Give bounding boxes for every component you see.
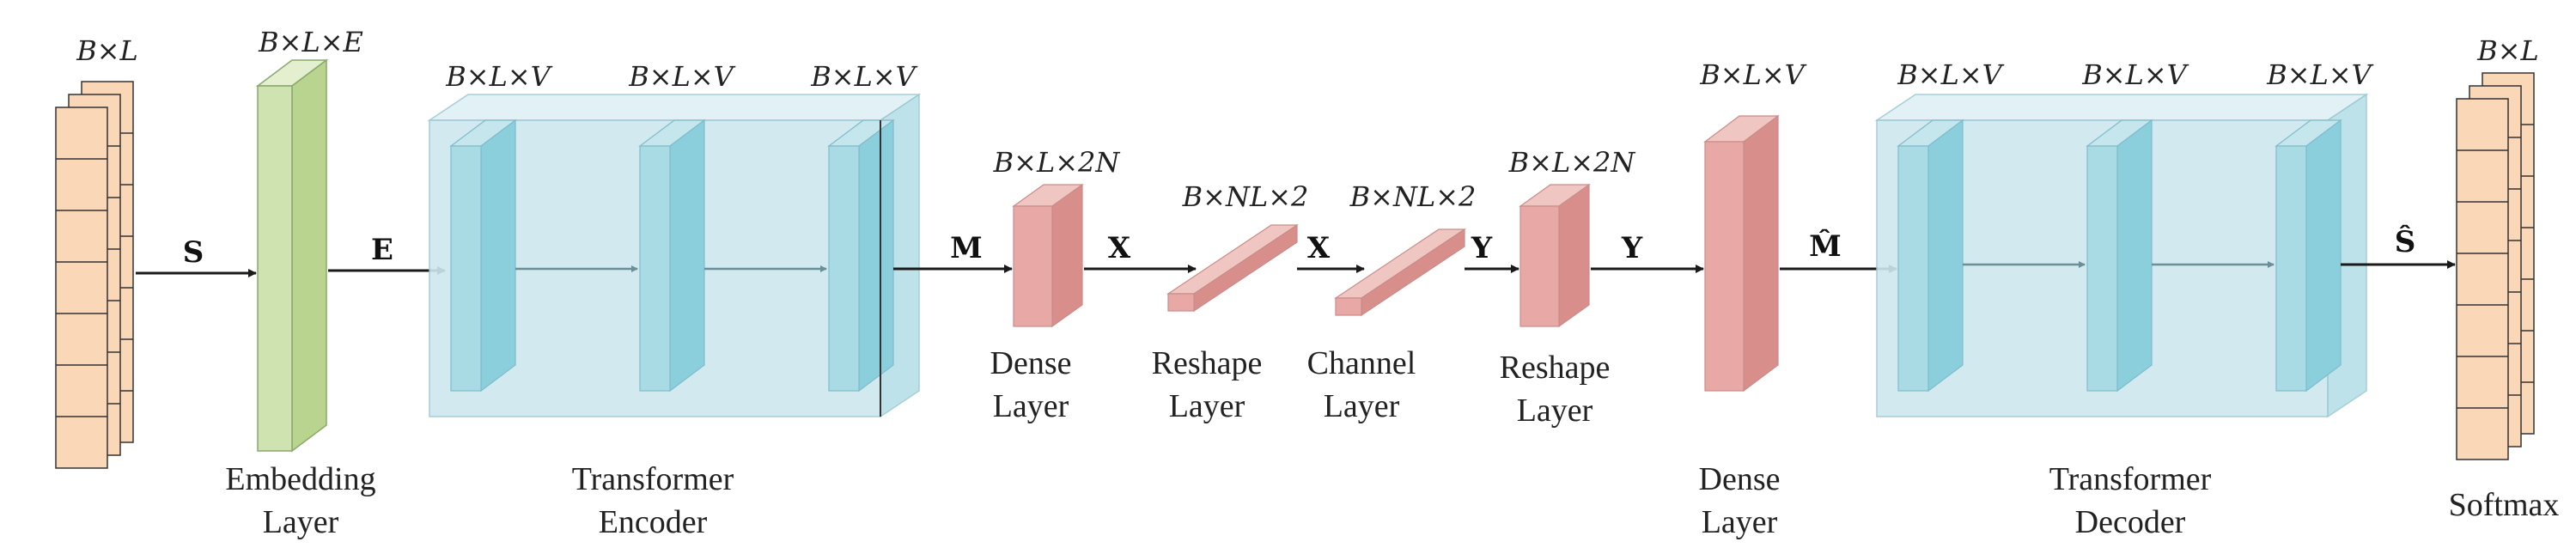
dense-layer-1-block (1012, 183, 1084, 328)
symbol-y-2: Y (1621, 231, 1643, 265)
reshape1-caption-line2: Layer (1169, 388, 1245, 424)
symbol-x-2: X (1307, 231, 1331, 265)
symbol-m: M (950, 231, 983, 265)
dense-layer-2-block (1703, 114, 1780, 393)
channel-dim-label: B×NL×2 (1349, 180, 1477, 213)
dense1-caption-line1: Dense (990, 345, 1072, 381)
reshape2-caption-line2: Layer (1517, 393, 1593, 429)
input-dim-label: B×L (76, 34, 138, 67)
encoder-dim-label-1: B×L×V (445, 60, 552, 93)
decoder-dim-label-1: B×L×V (1897, 58, 2004, 91)
channel-caption-line2: Layer (1324, 388, 1400, 424)
embedding-caption-line2: Layer (263, 504, 339, 540)
channel-layer-block (1334, 228, 1466, 317)
encoder-caption-line1: Transformer (572, 461, 734, 497)
dense2-dim-label: B×L×V (1699, 58, 1806, 91)
embedding-layer-block (255, 58, 329, 453)
dense2-caption-line2: Layer (1702, 504, 1778, 540)
decoder-caption-line1: Transformer (2049, 461, 2212, 497)
symbol-m-hat: M̂ (1809, 228, 1842, 264)
reshape1-caption-line1: Reshape (1152, 345, 1263, 381)
softmax-caption: Softmax (2449, 487, 2560, 523)
encoder-caption-line2: Encoder (599, 504, 708, 540)
dense1-dim-label: B×L×2N (993, 146, 1121, 179)
reshape2-caption-line1: Reshape (1500, 350, 1611, 386)
dense2-caption-line1: Dense (1699, 461, 1781, 497)
input-token-stack (55, 81, 134, 469)
output-dim-label: B×L (2476, 34, 2539, 67)
encoder-dim-label-3: B×L×V (810, 60, 917, 93)
channel-caption-line1: Channel (1307, 345, 1416, 381)
output-token-stack (2456, 72, 2535, 460)
reshape1-dim-label: B×NL×2 (1182, 180, 1309, 213)
reshape-layer-2-block (1519, 183, 1591, 328)
reshape2-dim-label: B×L×2N (1508, 146, 1636, 179)
decoder-dim-label-3: B×L×V (2266, 58, 2373, 91)
embedding-caption-line1: Embedding (225, 461, 375, 497)
embedding-dim-label: B×L×E (258, 26, 363, 58)
dense1-caption-line2: Layer (993, 388, 1069, 424)
symbol-y-1: Y (1471, 231, 1493, 265)
decoder-dim-label-2: B×L×V (2081, 58, 2189, 91)
encoder-dim-label-2: B×L×V (628, 60, 735, 93)
decoder-caption-line2: Decoder (2075, 504, 2186, 540)
symbol-s: S (183, 235, 204, 270)
transformer-encoder-block (427, 93, 922, 418)
transformer-decoder-block (1874, 93, 2369, 418)
symbol-s-hat: Ŝ (2395, 224, 2416, 259)
symbol-x-1: X (1108, 231, 1131, 265)
symbol-e: E (371, 233, 393, 267)
reshape-layer-1-block (1166, 223, 1299, 313)
